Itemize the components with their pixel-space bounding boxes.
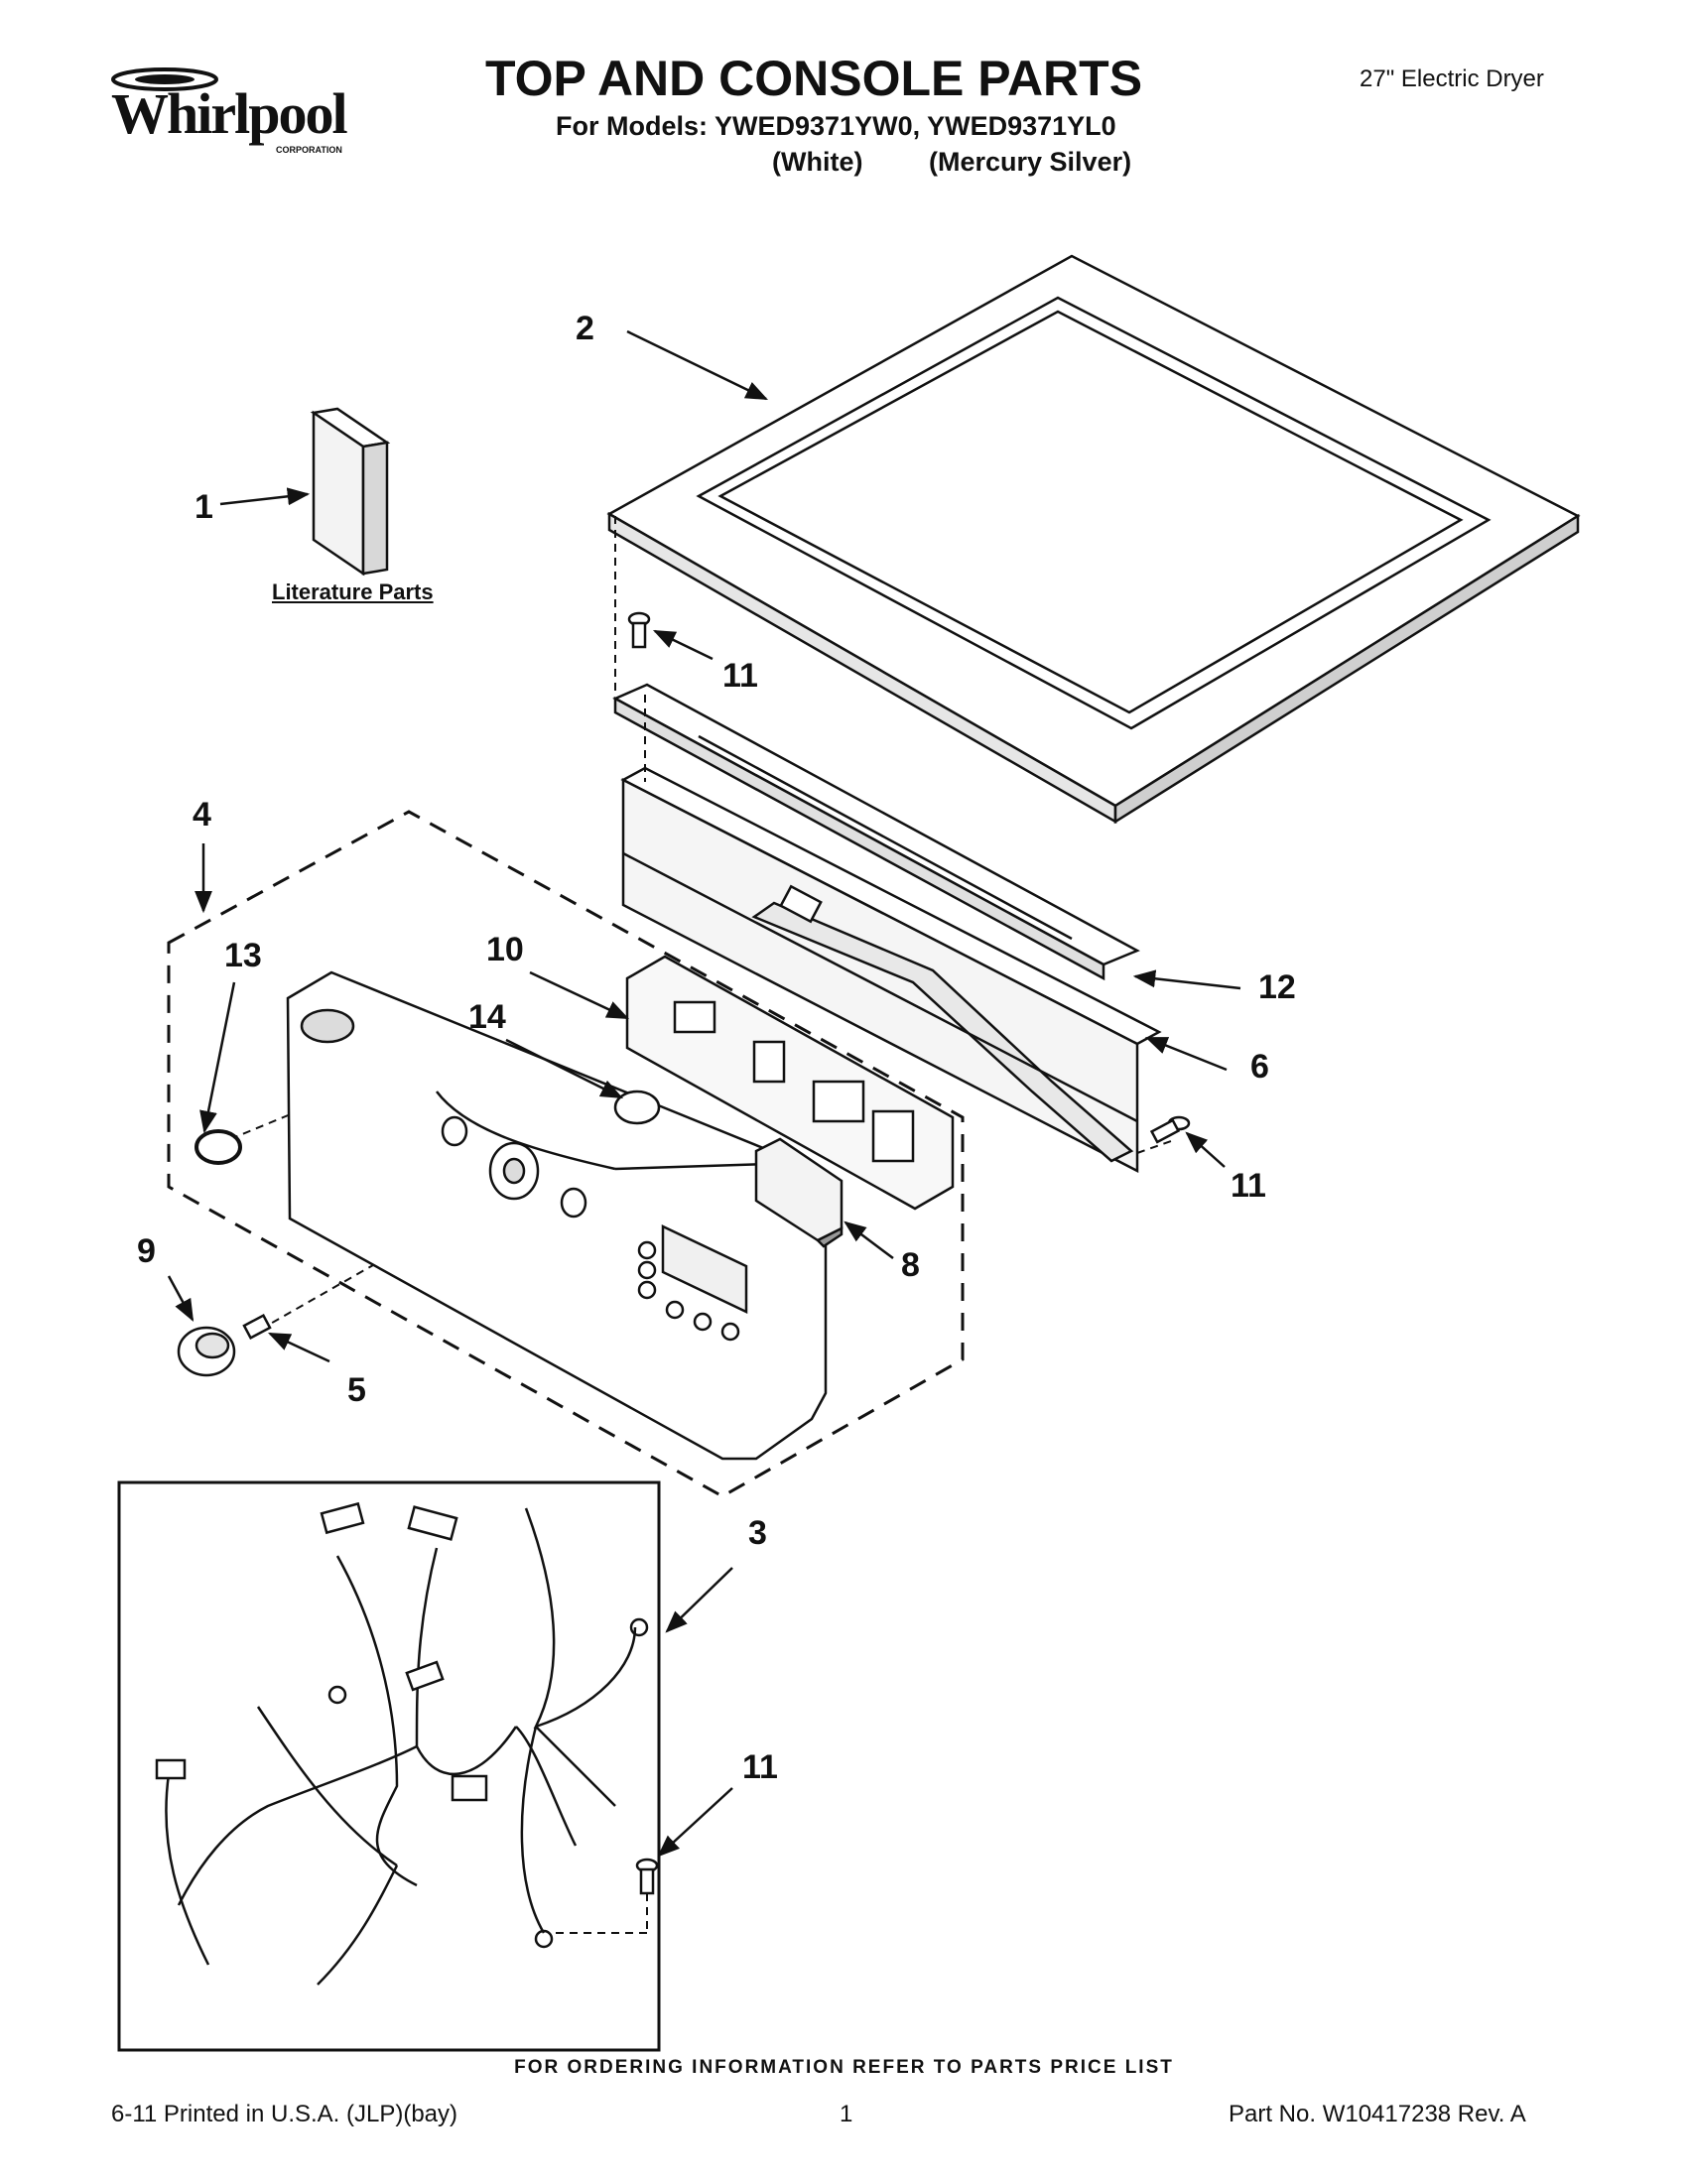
console-assembly-boundary	[167, 810, 965, 1498]
logo-corporation: CORPORATION	[276, 145, 342, 155]
display-module	[754, 1137, 844, 1248]
model-numbers: For Models: YWED9371YW0, YWED9371YL0	[556, 111, 1116, 141]
callout-11-upper: 11	[722, 657, 758, 695]
wire-harness	[155, 1501, 649, 1986]
console-panel	[286, 970, 828, 1461]
screw-lower	[635, 1858, 659, 1895]
callout-2: 2	[576, 310, 594, 347]
top-panel	[606, 254, 1581, 825]
console-bracket	[620, 766, 1162, 1174]
callout-5: 5	[347, 1371, 366, 1409]
callout-14: 14	[468, 998, 506, 1036]
wire-harness-box	[117, 1480, 661, 2052]
literature-booklet	[310, 407, 391, 577]
logo-wordmark: Whirlpool	[111, 81, 347, 146]
callout-10: 10	[486, 931, 524, 968]
callout-6: 6	[1250, 1048, 1269, 1086]
callout-12: 12	[1258, 968, 1296, 1006]
page-title: TOP AND CONSOLE PARTS	[484, 51, 1143, 106]
print-info: 6-11 Printed in U.S.A. (JLP)(bay)	[111, 2101, 458, 2127]
callout-13: 13	[224, 937, 262, 974]
product-type: 27" Electric Dryer	[1360, 65, 1544, 92]
color-silver-label: (Mercury Silver)	[929, 147, 1132, 177]
callout-9: 9	[137, 1232, 156, 1270]
callout-1: 1	[195, 488, 213, 526]
color-white-label: (White)	[772, 147, 863, 177]
ordering-notice: FOR ORDERING INFORMATION REFER TO PARTS …	[514, 2057, 1174, 2078]
rear-bracket	[612, 683, 1140, 981]
button-disc	[613, 1090, 661, 1125]
whirlpool-logo: Whirlpool CORPORATION	[111, 67, 349, 155]
callout-4: 4	[193, 796, 211, 834]
callout-11-right: 11	[1231, 1167, 1266, 1205]
part-number: Part No. W10417238 Rev. A	[1229, 2101, 1526, 2127]
knob-adapter	[242, 1313, 272, 1341]
screw-right	[1149, 1115, 1191, 1144]
page-number: 1	[840, 2101, 853, 2127]
callout-11-lower: 11	[742, 1748, 778, 1786]
logo-badge	[195, 1129, 242, 1165]
knob	[177, 1326, 236, 1377]
callout-8: 8	[901, 1246, 920, 1284]
literature-parts-label: Literature Parts	[272, 579, 434, 604]
control-board	[625, 955, 955, 1211]
screw-upper	[627, 611, 651, 649]
model-colors: (White) (Mercury Silver)	[772, 147, 1131, 178]
callout-3: 3	[748, 1514, 767, 1552]
